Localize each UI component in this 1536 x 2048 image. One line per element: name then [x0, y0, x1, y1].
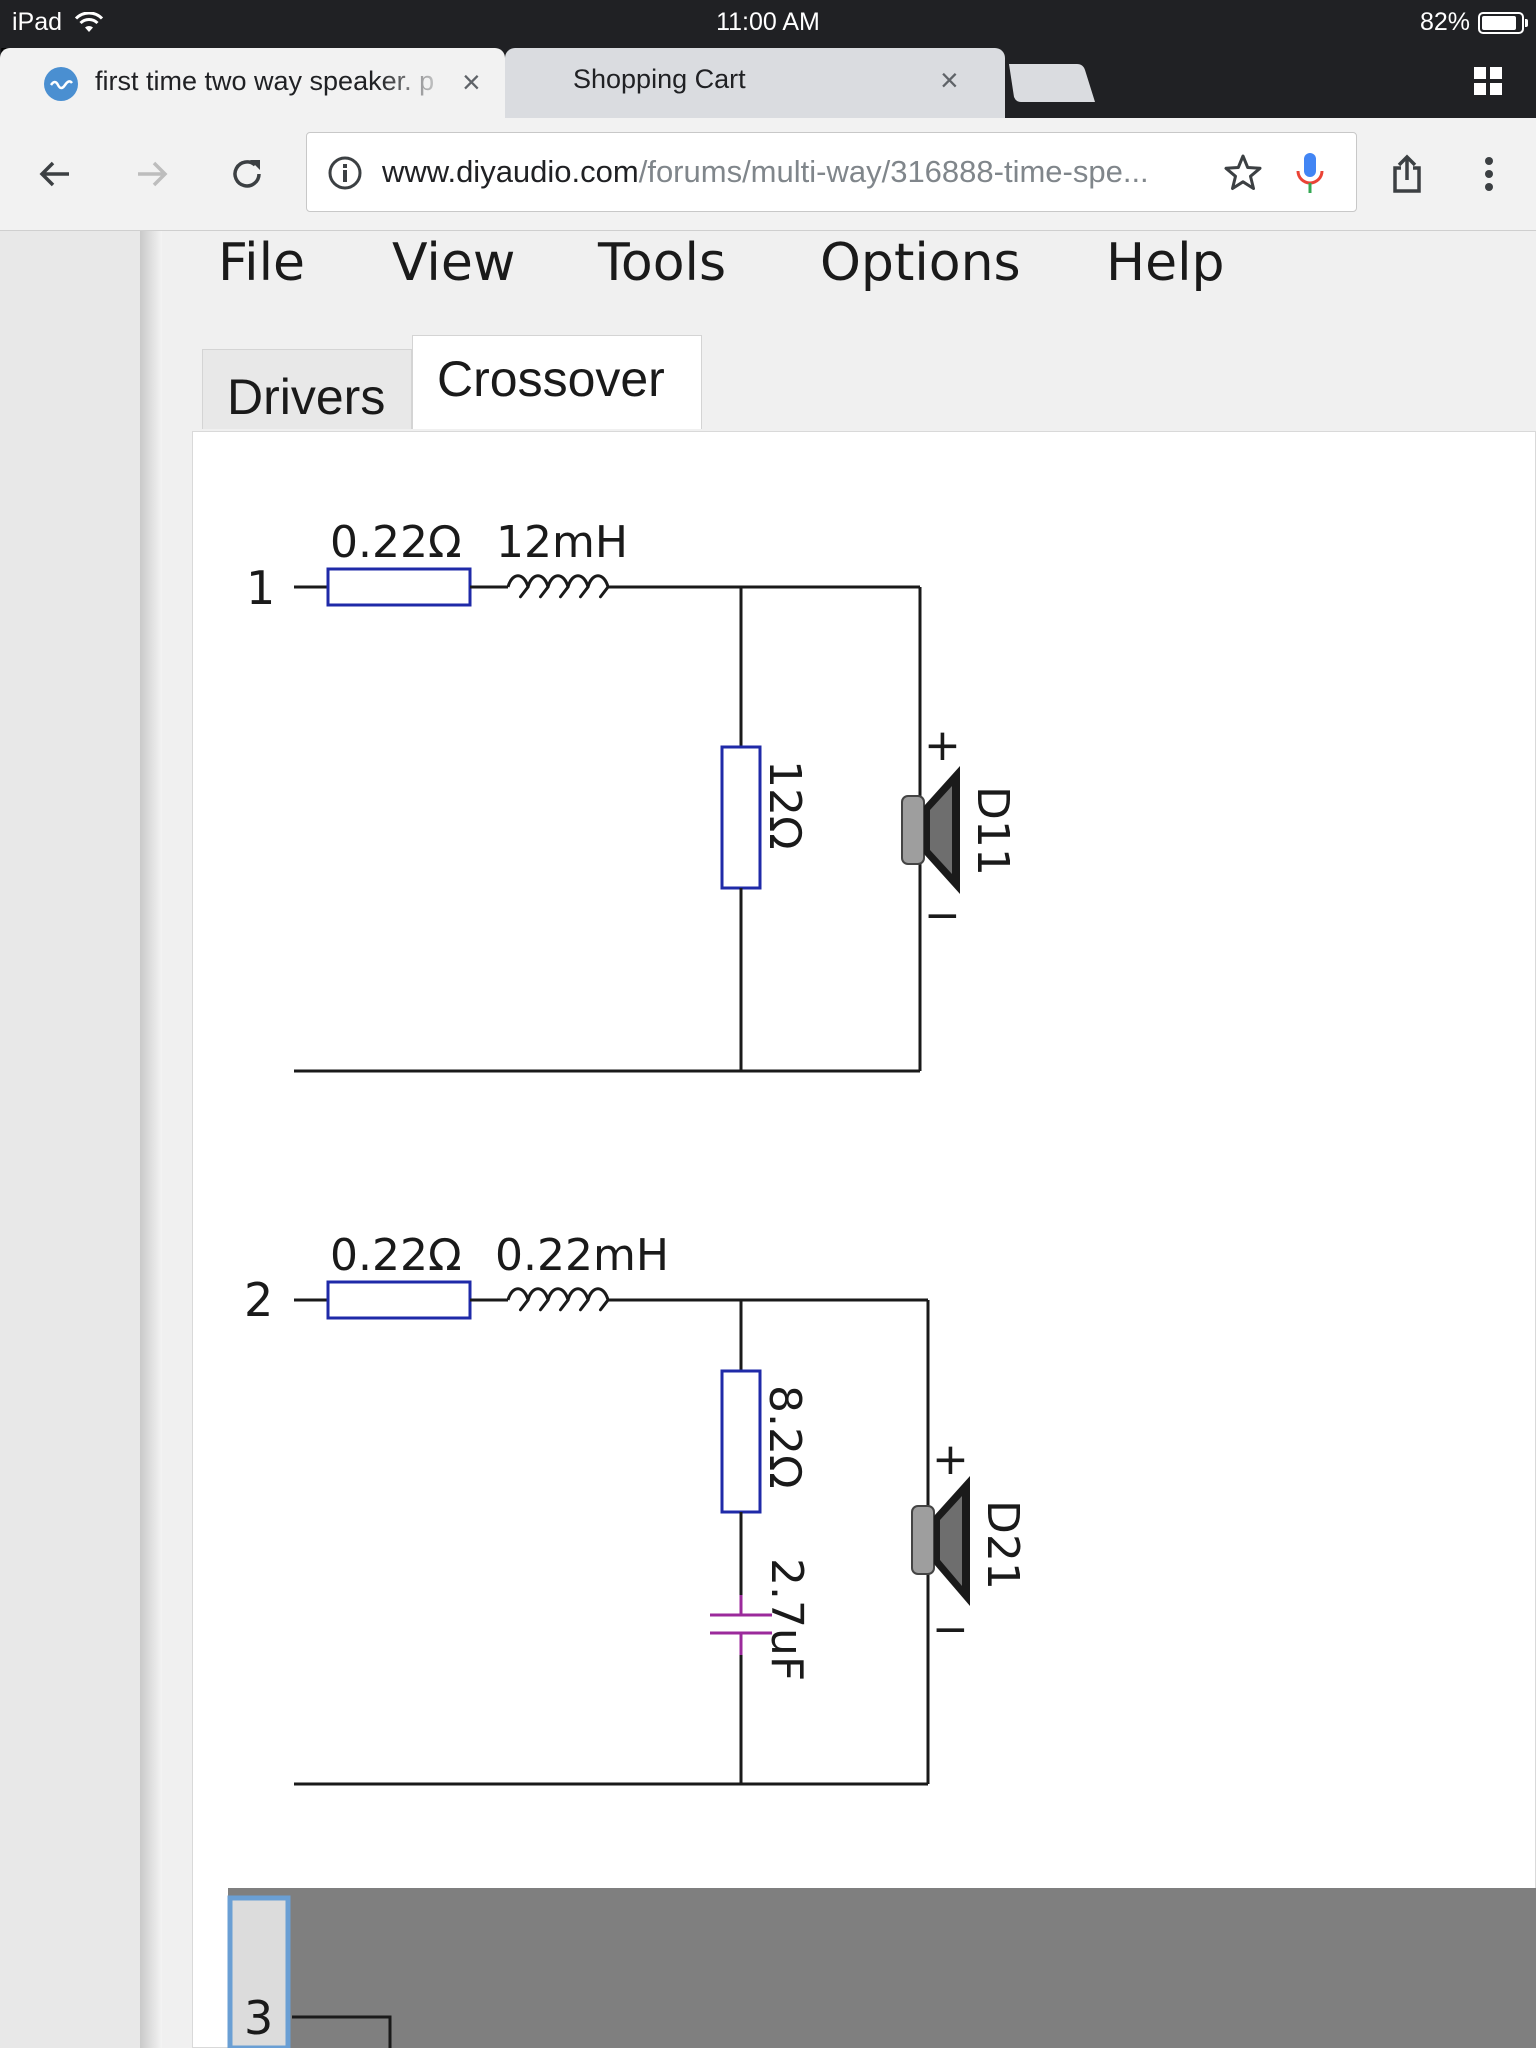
forward-button[interactable] [124, 146, 180, 202]
circuit-number: 1 [246, 561, 275, 615]
menu-file[interactable]: File [218, 233, 306, 293]
capacitor-value-label: 2.7uF [761, 1558, 812, 1681]
browser-tab-diyaudio[interactable]: first time two way speaker. p × [0, 48, 505, 118]
series-inductor[interactable] [506, 1287, 610, 1312]
speaker-icon[interactable] [901, 766, 960, 894]
circuit-1: 1 0.22Ω 12mH 12Ω + − D11 [246, 517, 1018, 1073]
crossover-schematic: 1 0.22Ω 12mH 12Ω + − D11 2 [227, 517, 1536, 2048]
page-margin [0, 231, 140, 2048]
share-button[interactable] [1379, 146, 1435, 202]
battery-icon [1478, 11, 1528, 34]
battery-percent: 82% [1419, 8, 1470, 36]
forward-arrow-icon [138, 161, 168, 187]
menu-tools[interactable]: Tools [598, 233, 727, 293]
more-vert-icon [1485, 157, 1493, 191]
share-icon [1393, 154, 1421, 193]
url-domain: www.diyaudio.com [382, 154, 639, 189]
status-time: 11:00 AM [716, 8, 820, 36]
close-tab-icon[interactable]: × [940, 62, 959, 98]
page-content: File View Tools Options Help Drivers Cro… [0, 231, 1536, 2048]
tab-drivers[interactable]: Drivers [202, 349, 412, 429]
series-resistor[interactable] [326, 567, 472, 607]
new-tab-button[interactable] [1007, 62, 1097, 104]
tab-crossover[interactable]: Crossover [412, 335, 702, 429]
inductor-value-label: 12mH [496, 517, 628, 568]
reload-icon [233, 160, 261, 188]
circuit-number: 3 [244, 1991, 273, 2045]
series-resistor[interactable] [326, 1280, 472, 1320]
url-text[interactable]: www.diyaudio.com/forums/multi-way/316888… [382, 154, 1192, 190]
reload-button[interactable] [219, 146, 275, 202]
browser-tab-shopping-cart[interactable] [505, 48, 1005, 118]
circuit-3-selected[interactable]: 3 [227, 1888, 1536, 2048]
shunt-capacitor[interactable] [710, 1595, 772, 1655]
back-button[interactable] [27, 146, 83, 202]
star-icon[interactable] [1223, 153, 1263, 193]
driver-label: D11 [967, 786, 1018, 876]
shunt-resistor-label: 12Ω [759, 760, 810, 850]
info-icon[interactable] [327, 155, 363, 191]
menu-view[interactable]: View [392, 233, 516, 293]
crossover-panel [192, 431, 1536, 2048]
inductor-value-label: 0.22mH [495, 1230, 669, 1281]
circuit-2: 2 0.22Ω 0.22mH 8.2Ω 2.7uF [244, 1230, 1028, 1786]
address-bar[interactable]: www.diyaudio.com/forums/multi-way/316888… [306, 132, 1357, 212]
series-inductor[interactable] [506, 574, 610, 599]
diyaudio-favicon-icon [44, 67, 78, 101]
status-right: 82% [1419, 8, 1528, 37]
resistor-value-label: 0.22Ω [330, 517, 462, 568]
device-name: iPad [12, 8, 63, 36]
wifi-icon [74, 11, 104, 32]
crossover-app-window: File View Tools Options Help Drivers Cro… [162, 231, 1536, 2048]
browser-tab-strip: first time two way speaker. p × PE Shopp… [0, 46, 1536, 118]
back-arrow-icon [39, 161, 69, 187]
minus-terminal-label: − [924, 890, 961, 941]
menu-options[interactable]: Options [820, 233, 1021, 293]
shunt-resistor[interactable] [720, 745, 762, 890]
microphone-icon[interactable] [1295, 151, 1325, 197]
menu-help[interactable]: Help [1106, 233, 1225, 293]
browser-toolbar: www.diyaudio.com/forums/multi-way/316888… [0, 118, 1536, 231]
app-tab-bar: Drivers Crossover [202, 335, 1536, 429]
tab-title: first time two way speaker. p [95, 66, 435, 96]
plus-terminal-label: + [924, 720, 961, 771]
speaker-icon[interactable] [911, 1476, 970, 1606]
circuit-number: 2 [244, 1273, 273, 1327]
minus-terminal-label: − [932, 1604, 969, 1655]
shunt-resistor-label: 8.2Ω [759, 1385, 810, 1489]
close-tab-icon[interactable]: × [462, 64, 481, 100]
more-menu-button[interactable] [1461, 146, 1517, 202]
resistor-value-label: 0.22Ω [330, 1230, 462, 1281]
url-path: /forums/multi-way/316888-time-spe... [638, 154, 1149, 189]
plus-terminal-label: + [932, 1434, 969, 1485]
tab-grid-icon[interactable] [1473, 66, 1505, 98]
tab-title: Shopping Cart [573, 64, 746, 94]
status-left: iPad [12, 8, 104, 37]
driver-label: D21 [977, 1500, 1028, 1590]
image-shadow [140, 231, 162, 2048]
status-bar: iPad 11:00 AM 82% [0, 0, 1536, 46]
shunt-resistor[interactable] [720, 1369, 762, 1514]
app-menu-bar: File View Tools Options Help [162, 231, 1536, 311]
